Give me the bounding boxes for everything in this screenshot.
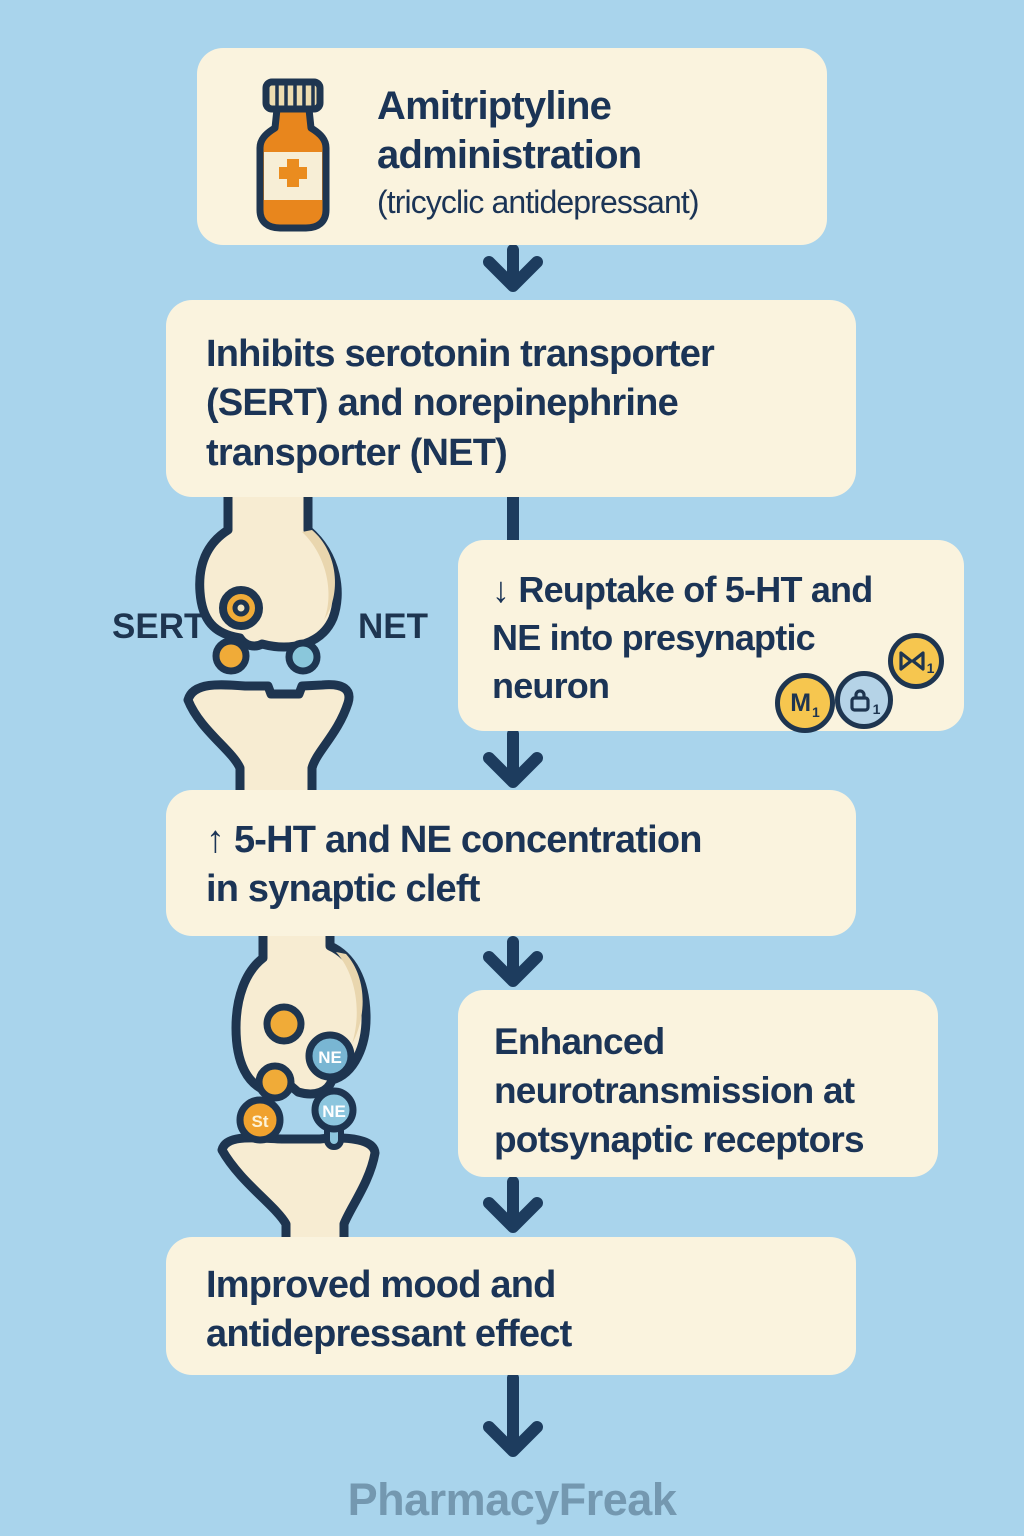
serotonin-dot <box>212 637 250 675</box>
sert-label: SERT <box>112 607 205 646</box>
step-text-line: NE into presynaptic <box>492 617 816 659</box>
step-text-line: Inhibits serotonin transporter <box>206 333 715 375</box>
lock-icon <box>849 689 870 712</box>
pharmacyfreak-watermark: PharmacyFreak <box>347 1474 677 1525</box>
step-box-inhibition: Inhibits serotonin transporter (SERT) an… <box>166 300 856 497</box>
step-text-line: neurotransmission at <box>494 1069 855 1111</box>
lock-receptor-subscript: 1 <box>872 701 881 717</box>
step-text-line: Enhanced <box>494 1021 665 1062</box>
m1-receptor-letter: M <box>790 688 812 717</box>
step-text-line: ↓ Reuptake of 5-HT and <box>492 569 873 610</box>
flow-arrow-3 <box>483 936 543 987</box>
postsynaptic-terminal-2 <box>217 1133 380 1255</box>
m1-receptor-icon: M 1 <box>775 673 835 733</box>
flow-arrow-1 <box>483 244 543 292</box>
step-subtitle: (tricyclic antidepressant) <box>377 183 700 220</box>
ne-vesicle-2-label: NE <box>322 1102 346 1121</box>
vesicle-core-icon <box>232 599 250 617</box>
flow-arrow-5 <box>483 1372 543 1457</box>
pill-bottle-icon <box>237 76 349 234</box>
st-vesicle-circle <box>236 1096 284 1144</box>
synapse-illustration-2: NE St NE <box>217 920 380 1255</box>
bowtie-receptor-subscript: 1 <box>926 660 935 676</box>
step-box-reuptake: ↓ Reuptake of 5-HT and NE into presynapt… <box>458 540 964 733</box>
postsynaptic-terminal-1 <box>183 680 354 815</box>
m1-receptor-subscript: 1 <box>812 703 820 720</box>
step-box-administration: Amitriptyline administration (tricyclic … <box>197 48 827 245</box>
step-text-line: antidepressant effect <box>206 1313 572 1356</box>
bowtie-icon <box>898 651 925 671</box>
amber-dot-cleft <box>255 1062 295 1102</box>
step-text-line: ↑ 5-HT and NE concentration <box>206 819 702 861</box>
step-text-line: neuron <box>492 665 610 707</box>
step-box-neurotransmission: Enhanced neurotransmission at potsynapti… <box>458 990 938 1177</box>
st-vesicle-label: St <box>252 1112 269 1131</box>
step-box-concentration: ↑ 5-HT and NE concentration in synaptic … <box>166 790 856 936</box>
step-box-outcome: Improved mood and antidepressant effect <box>166 1237 856 1375</box>
presynaptic-shade-1 <box>302 530 336 620</box>
synapse-illustration-1: SERT NET <box>112 465 428 815</box>
presynaptic-shade-2 <box>336 952 363 1044</box>
step-text-line: in synaptic cleft <box>206 868 480 911</box>
step-text-line: Improved mood and <box>206 1264 556 1306</box>
flow-arrow-2 <box>483 728 543 788</box>
step-title-line: Amitriptyline <box>377 84 612 128</box>
net-label: NET <box>358 607 428 646</box>
amber-vesicle-top <box>263 1003 305 1045</box>
bowtie-receptor-icon: 1 <box>888 633 944 689</box>
flow-arrow-4 <box>483 1176 543 1233</box>
ne-vesicle-1-label: NE <box>318 1048 342 1067</box>
step-title-line: administration <box>377 132 642 177</box>
step-text-line: potsynaptic receptors <box>494 1118 865 1160</box>
norepinephrine-dot <box>285 639 321 675</box>
ne-vesicle-1-circle <box>305 1031 355 1081</box>
ne-vesicle-2-circle <box>311 1087 357 1133</box>
lock-receptor-icon: 1 <box>835 671 893 729</box>
step-text-line: transporter (NET) <box>206 431 508 474</box>
step-text-line: (SERT) and norepinephrine <box>206 382 679 425</box>
